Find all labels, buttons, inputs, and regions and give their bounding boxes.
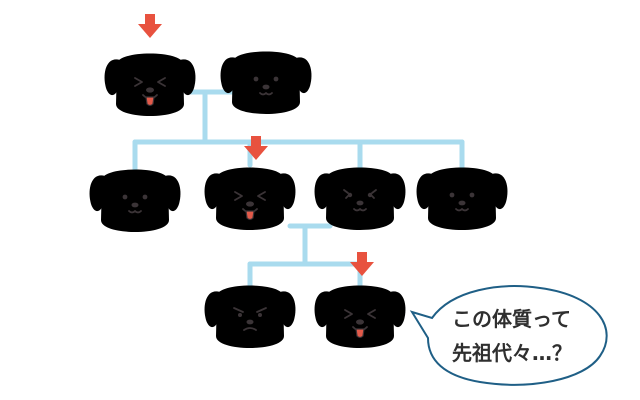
tree-connectors — [132, 89, 465, 288]
tongue-icon — [245, 210, 255, 221]
dog-gen2-dark-2 — [416, 167, 508, 230]
calm-face-icon — [122, 194, 148, 214]
calm-face-icon — [449, 192, 475, 212]
dog-gen2-dark-1 — [204, 167, 296, 230]
tongue-icon — [145, 96, 155, 107]
frown-face-icon — [233, 307, 267, 331]
arrow-down-icon — [350, 252, 374, 276]
arrow-down-icon — [138, 14, 162, 38]
lashes-face-icon — [343, 189, 377, 212]
dog-gen2-light-2 — [314, 167, 406, 230]
dog-gen1-light — [220, 51, 312, 114]
speech-bubble: この体質って 先祖代々…？ — [409, 285, 608, 386]
bubble-line-2: 先祖代々…？ — [452, 341, 572, 365]
calm-face-icon — [253, 76, 279, 96]
bubble-line-1: この体質って — [452, 307, 571, 331]
speech-bubble-outline — [409, 285, 608, 386]
dog-gen1-dark — [104, 53, 196, 116]
dog-gen3-dark — [204, 285, 296, 348]
dog-gen3-light — [314, 285, 406, 348]
dog-gen2-light-1 — [89, 169, 181, 232]
arrow-down-icon — [244, 136, 268, 160]
tongue-icon — [355, 328, 365, 339]
